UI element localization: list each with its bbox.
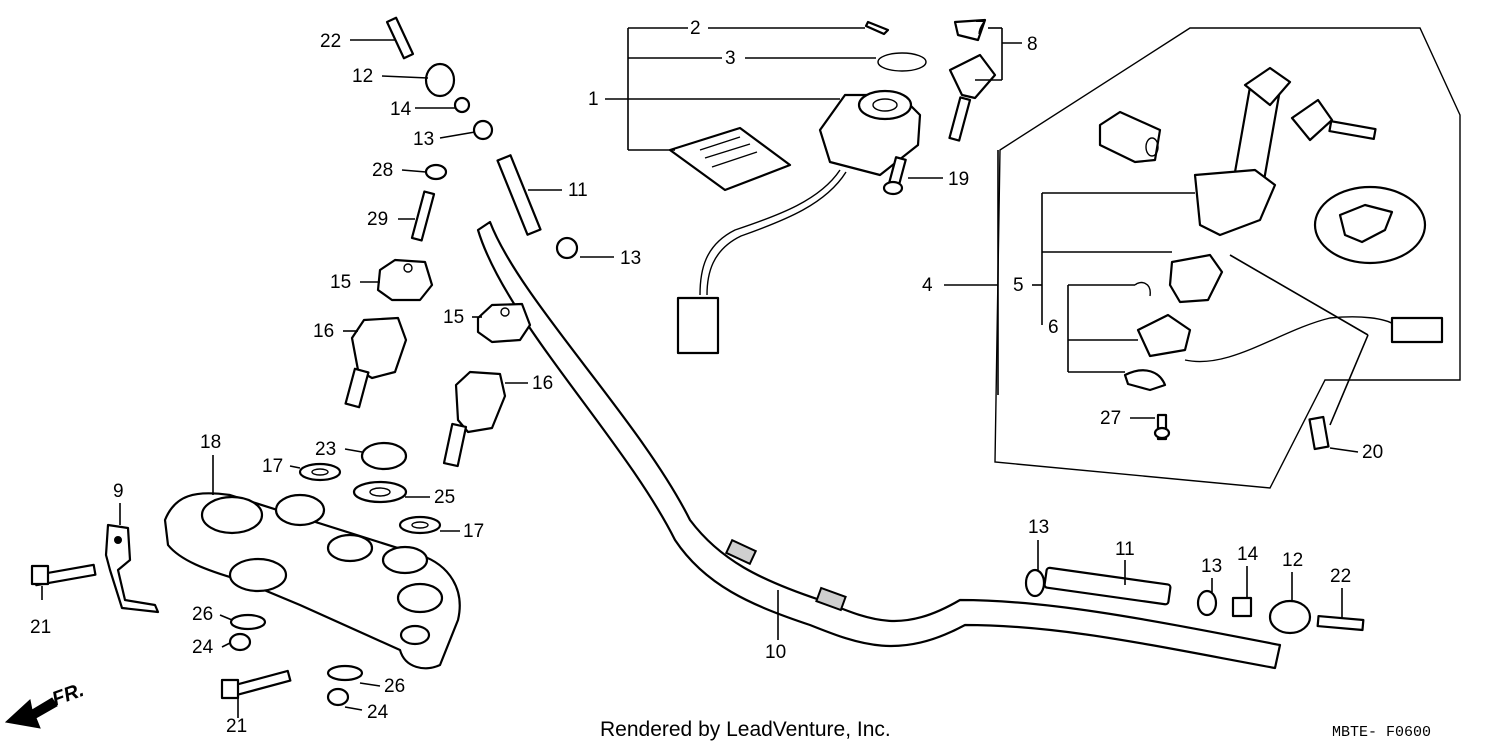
ring-3-part <box>877 52 927 72</box>
switch-base-part <box>1168 253 1224 304</box>
callout-13-top: 13 <box>413 129 434 150</box>
washer-26-left-part <box>229 613 267 631</box>
callout-2: 2 <box>690 18 701 39</box>
callout-11-right: 11 <box>1115 539 1135 560</box>
lock-cylinder-part <box>1098 110 1162 164</box>
bracket-part <box>104 523 160 614</box>
callout-22-top: 22 <box>320 31 341 52</box>
callout-14-right: 14 <box>1237 544 1259 565</box>
callout-7: 7 <box>975 18 986 39</box>
credit-text: Rendered by LeadVenture, Inc. <box>600 718 891 741</box>
nut-24-left-part <box>228 632 252 652</box>
callout-26-left: 26 <box>192 604 213 625</box>
weight-12-right-part <box>1268 599 1312 635</box>
key-card-part <box>668 126 792 192</box>
rubber-13-top-part <box>472 119 494 141</box>
bolt-29-part <box>410 190 436 242</box>
callout-20: 20 <box>1362 442 1383 463</box>
callout-24-left: 24 <box>192 637 214 658</box>
rubber-13-right-a-part <box>1024 568 1046 598</box>
callout-4: 4 <box>922 275 933 296</box>
kit-wire-part <box>1184 316 1444 363</box>
clip-14-right-part <box>1231 596 1253 618</box>
callout-6: 6 <box>1048 317 1059 338</box>
callout-29: 29 <box>367 209 388 230</box>
callout-13-right-b: 13 <box>1201 556 1222 577</box>
kit-outline <box>994 27 1461 489</box>
bolt-22-right-part <box>1316 615 1365 632</box>
callout-25: 25 <box>434 487 455 508</box>
callout-16-left: 16 <box>313 321 334 342</box>
rubber-13-right-b-part <box>1196 589 1218 617</box>
callout-1: 1 <box>588 89 599 110</box>
bolt-21-bottom-part <box>220 669 292 700</box>
callout-21-left: 21 <box>30 617 51 638</box>
handlebar-part <box>476 220 1282 670</box>
callout-11-top: 11 <box>568 180 588 201</box>
top-bridge-part <box>163 492 461 670</box>
callout-27: 27 <box>1100 408 1121 429</box>
front-arrow-icon <box>4 697 58 729</box>
callout-19: 19 <box>948 169 969 190</box>
cap-nut-23-part <box>360 441 408 471</box>
callout-23: 23 <box>315 439 336 460</box>
ignition-switch-part <box>676 89 922 355</box>
clip-6-upper-part <box>1134 281 1151 297</box>
diagram-code: MBTE- F0600 <box>1332 724 1432 741</box>
shaft-11-right-part <box>1043 566 1172 606</box>
callout-10: 10 <box>765 642 786 663</box>
callout-22-right: 22 <box>1330 566 1351 587</box>
callout-24-bottom: 24 <box>367 702 389 723</box>
callout-26-bottom: 26 <box>384 676 405 697</box>
washer-26-bottom-part <box>326 664 364 682</box>
key-8-part <box>948 53 997 142</box>
lower-holder-right-part <box>442 370 507 468</box>
callout-28: 28 <box>372 160 393 181</box>
callout-12-right: 12 <box>1282 550 1303 571</box>
lower-holder-left-part <box>344 316 408 409</box>
bolt-20-part <box>1308 415 1330 451</box>
callout-18: 18 <box>200 432 221 453</box>
contact-base-part <box>1136 313 1192 358</box>
callout-labels: 22 12 14 13 28 29 11 13 15 15 16 16 18 2… <box>30 18 1383 737</box>
leader-lines <box>41 27 1369 718</box>
upper-holder-right-part <box>476 302 532 344</box>
callout-13-mid: 13 <box>620 248 641 269</box>
callout-3: 3 <box>725 48 736 69</box>
pin-2-part <box>864 20 890 36</box>
washer-17-left-part <box>298 462 342 482</box>
callout-15-left: 15 <box>330 272 351 293</box>
washer-25-part <box>352 480 408 504</box>
front-indicator-label: FR. <box>49 679 87 711</box>
fuel-cap-part <box>1313 185 1427 265</box>
callout-13-right-a: 13 <box>1028 517 1049 538</box>
clip-6-lower-part <box>1123 369 1167 392</box>
main-switch-body-part <box>1193 66 1377 237</box>
callout-9: 9 <box>113 481 124 502</box>
nut-28-part <box>424 163 448 181</box>
nut-24-bottom-part <box>326 687 350 707</box>
screw-27-part <box>1153 413 1171 441</box>
callout-17-left: 17 <box>262 456 283 477</box>
upper-holder-left-part <box>376 258 434 302</box>
callout-17-right: 17 <box>463 521 484 542</box>
callout-21-bottom: 21 <box>226 716 247 737</box>
screw-19-part <box>882 156 907 196</box>
washer-17-right-part <box>398 515 442 535</box>
callout-8: 8 <box>1027 34 1038 55</box>
callout-5: 5 <box>1013 275 1024 296</box>
callout-16-right: 16 <box>532 373 553 394</box>
callout-14-top: 14 <box>390 99 412 120</box>
shaft-11-top-part <box>496 154 542 236</box>
bolt-21-left-part <box>30 563 97 587</box>
rubber-13-mid-part <box>555 236 579 260</box>
callout-12-top: 12 <box>352 66 373 87</box>
callout-15-right: 15 <box>443 307 464 328</box>
key-blank-7-part <box>953 18 987 42</box>
clip-14-top-part <box>453 96 471 114</box>
weight-12-top-part <box>424 62 456 98</box>
bolt-22-top-part <box>385 16 415 60</box>
